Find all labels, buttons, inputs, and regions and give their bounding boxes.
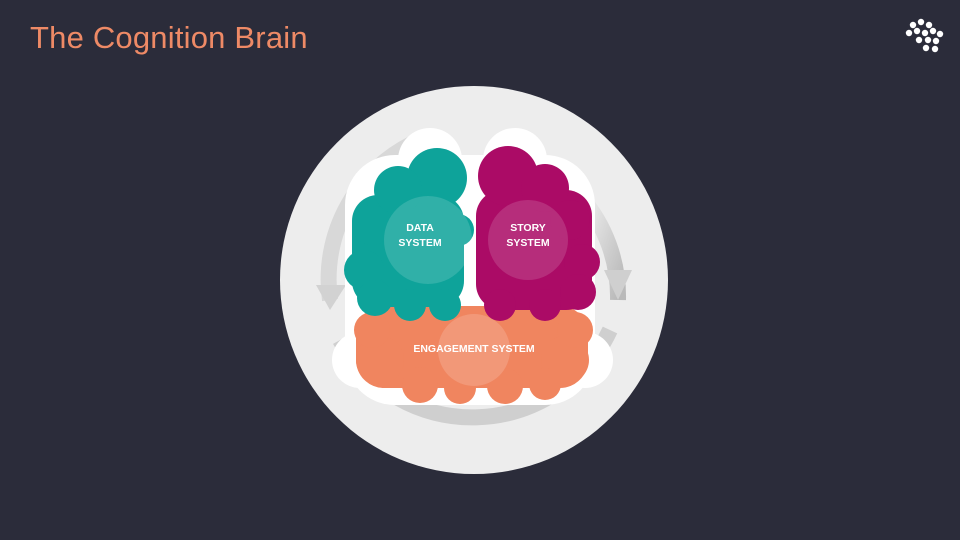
brand-logo-icon	[905, 18, 944, 53]
story-system-lobe	[476, 146, 600, 321]
story-system-label-line1: STORY	[510, 222, 546, 234]
data-system-highlight	[384, 196, 472, 284]
engagement-system-label: ENGAGEMENT SYSTEM	[413, 343, 535, 355]
data-system-label-line1: DATA	[406, 222, 434, 234]
data-system-lobe	[344, 148, 474, 321]
engagement-system-lobe	[354, 306, 593, 404]
engagement-system-highlight	[438, 314, 510, 386]
cycle-arrow-head-left	[316, 285, 346, 310]
cycle-arrow-head-right	[604, 270, 632, 300]
page-title: The Cognition Brain	[30, 20, 308, 55]
story-system-label-line2: SYSTEM	[506, 237, 549, 249]
story-system-highlight	[488, 200, 568, 280]
data-system-label-line2: SYSTEM	[398, 237, 441, 249]
